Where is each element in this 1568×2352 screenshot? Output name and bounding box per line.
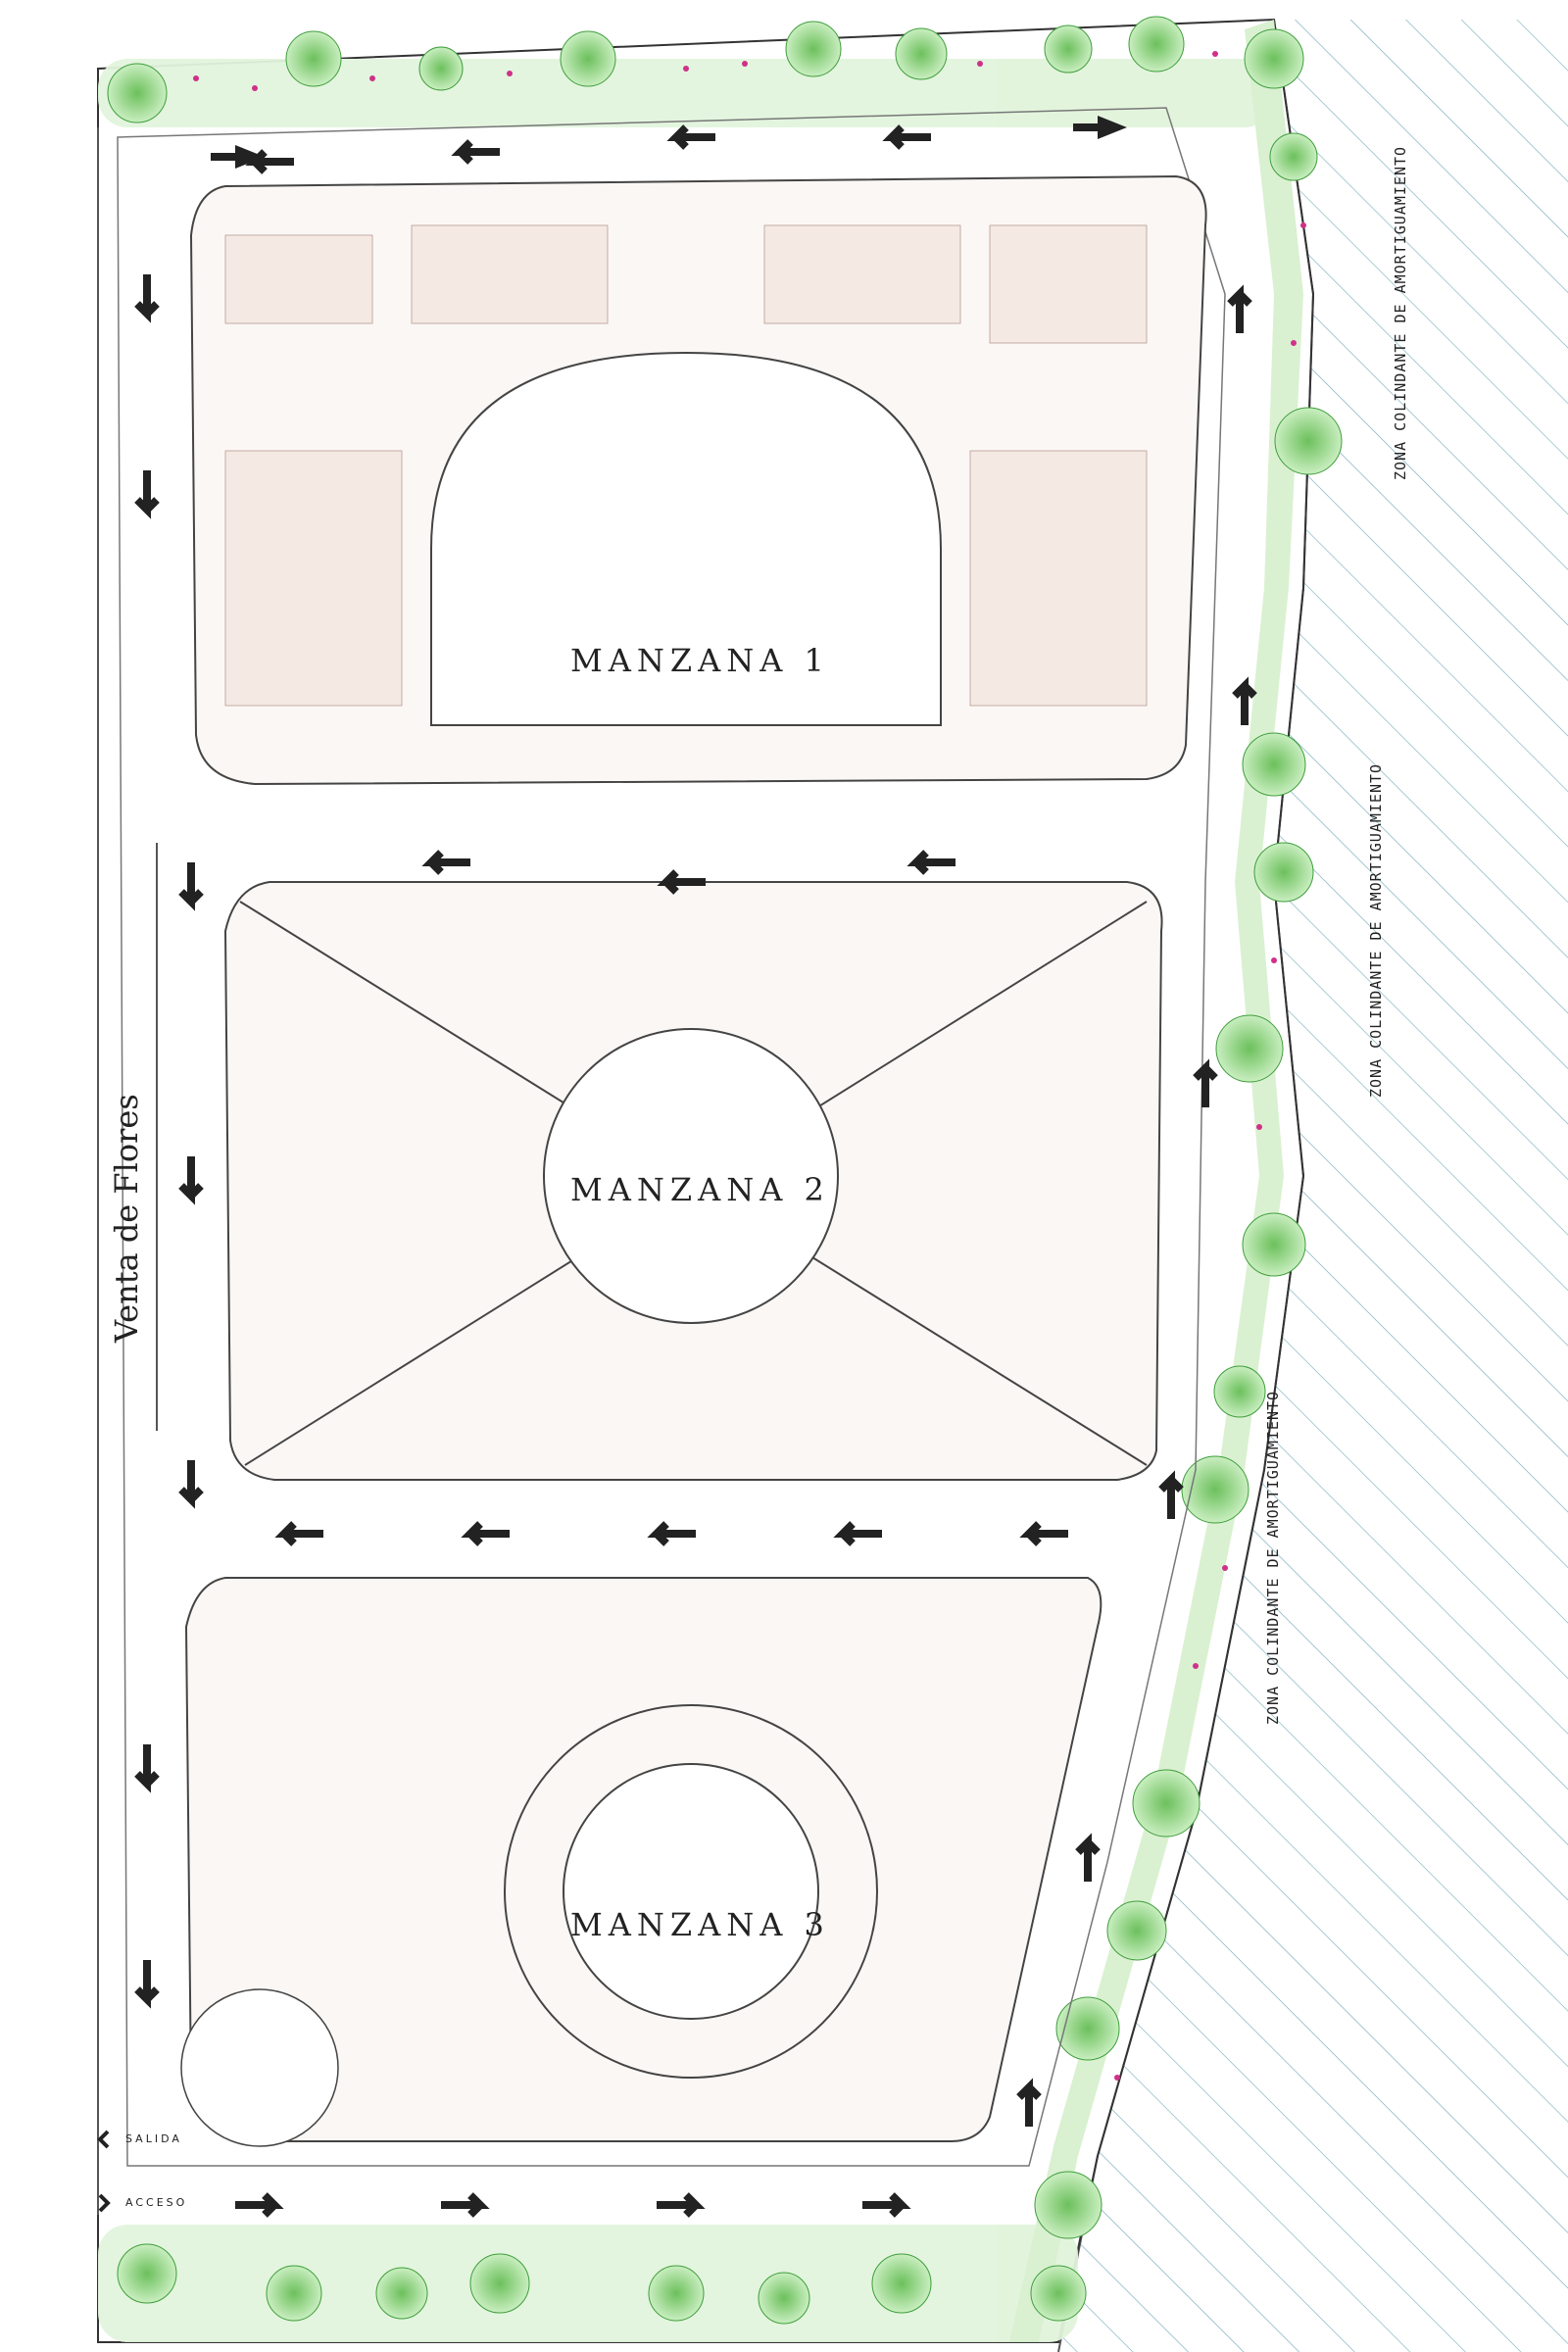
block-1-plots bbox=[224, 224, 1148, 707]
road-outline bbox=[117, 107, 1226, 2167]
block-title-3: MANZANA 3 bbox=[570, 1906, 830, 1943]
exit-label: SALIDA bbox=[125, 2132, 182, 2145]
greenery bbox=[98, 20, 1303, 2342]
exit-marker bbox=[97, 2130, 110, 2149]
buffer-zone-label-3: ZONA COLINDANTE DE AMORTIGUAMIENTO bbox=[1264, 1390, 1282, 1725]
entry-label: ACCESO bbox=[125, 2196, 188, 2209]
block-3-rotunda bbox=[180, 1988, 339, 2147]
street-name: Venta de Flores bbox=[108, 1094, 145, 1343]
buffer-zone-label-1: ZONA COLINDANTE DE AMORTIGUAMIENTO bbox=[1392, 145, 1409, 480]
traffic-arrows bbox=[134, 116, 1257, 2218]
block-3-ring-inner bbox=[563, 1763, 819, 2020]
block-title-2: MANZANA 2 bbox=[570, 1171, 830, 1208]
block-2-center bbox=[543, 1028, 839, 1324]
buffer-zone-hatch bbox=[1058, 20, 1568, 2352]
entry-marker bbox=[98, 2193, 111, 2213]
block-3-ring-outer bbox=[504, 1704, 878, 2079]
buffer-zone-label-2: ZONA COLINDANTE DE AMORTIGUAMIENTO bbox=[1367, 762, 1385, 1098]
block-1-chapel bbox=[430, 351, 942, 726]
block-title-1: MANZANA 1 bbox=[570, 642, 830, 679]
flowers bbox=[193, 51, 1306, 2081]
